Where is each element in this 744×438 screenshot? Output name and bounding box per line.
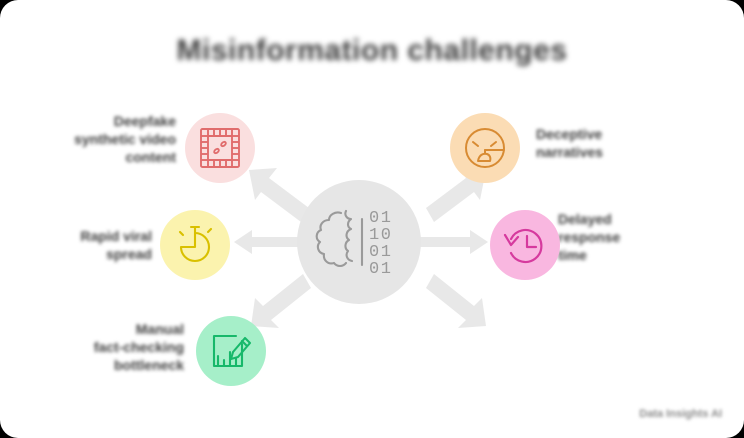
arrow-left bbox=[232, 228, 310, 256]
binary-row-3: 01 bbox=[369, 260, 392, 279]
arrow-down-left bbox=[249, 268, 323, 330]
arrow-right bbox=[412, 228, 490, 256]
hub-node-ai-brain[interactable]: 01 10 01 01 bbox=[297, 180, 421, 304]
stopwatch-icon bbox=[173, 223, 217, 267]
lying-face-icon bbox=[462, 125, 508, 171]
node-clock[interactable] bbox=[490, 210, 560, 280]
footer-credit: Data Insights AI bbox=[639, 408, 722, 420]
page-title: Misinformation challenges bbox=[176, 34, 568, 67]
arrow-up-left bbox=[247, 166, 321, 226]
node-film[interactable] bbox=[185, 113, 255, 183]
arrow-down-right bbox=[414, 268, 488, 330]
arrow-up-right bbox=[414, 166, 488, 226]
node-edit[interactable] bbox=[196, 316, 266, 386]
history-clock-icon bbox=[503, 223, 547, 267]
binary-row-1: 10 bbox=[369, 226, 392, 245]
node-face[interactable] bbox=[450, 113, 520, 183]
brain-binary-icon: 01 10 01 01 bbox=[314, 203, 404, 281]
binary-row-0: 01 bbox=[369, 209, 392, 228]
edit-document-icon bbox=[209, 330, 253, 372]
node-timer[interactable] bbox=[160, 210, 230, 280]
binary-row-2: 01 bbox=[369, 243, 392, 262]
film-frame-icon bbox=[199, 127, 241, 169]
